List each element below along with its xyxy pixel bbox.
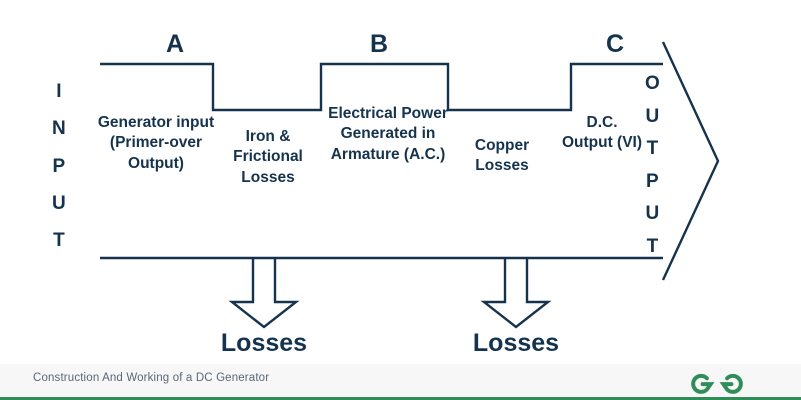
stage-label-a: A	[165, 30, 185, 58]
loss-arrow-1	[228, 258, 300, 329]
footer-caption: Construction And Working of a DC Generat…	[33, 372, 270, 384]
output-arrowhead	[661, 41, 720, 281]
block-dc-output: D.C. Output (VI)	[561, 114, 643, 152]
stage-label-b: B	[369, 30, 389, 58]
losses-label-2: Losses	[472, 329, 560, 357]
input-letter: U	[52, 192, 66, 214]
input-letter: T	[53, 230, 65, 251]
input-label: I N P U T	[52, 82, 66, 250]
block-iron-frictional-losses: Iron & Frictional Losses	[233, 128, 303, 186]
stage-label-c: C	[605, 30, 625, 58]
output-letter: O	[645, 73, 660, 94]
loss-arrow-2	[480, 258, 552, 329]
block-electrical-power-generated: Electrical Power Generated in Armature (…	[328, 105, 448, 163]
output-label: O U T P U T	[645, 74, 660, 256]
output-letter: P	[646, 170, 659, 192]
footer-bar: Construction And Working of a DC Generat…	[0, 364, 801, 400]
output-letter: U	[645, 105, 660, 127]
top-step-profile	[100, 62, 663, 112]
output-letter: U	[645, 203, 660, 225]
input-letter: P	[52, 155, 66, 177]
block-copper-losses: Copper Losses	[474, 137, 530, 175]
losses-label-1: Losses	[220, 329, 308, 357]
output-letter: T	[646, 235, 659, 257]
block-generator-input: Generator input (Primer-over Output)	[97, 114, 215, 172]
input-letter: N	[52, 118, 66, 140]
geeksforgeeks-logo-icon	[691, 373, 743, 394]
input-letter: I	[56, 81, 62, 102]
output-letter: T	[646, 138, 659, 160]
